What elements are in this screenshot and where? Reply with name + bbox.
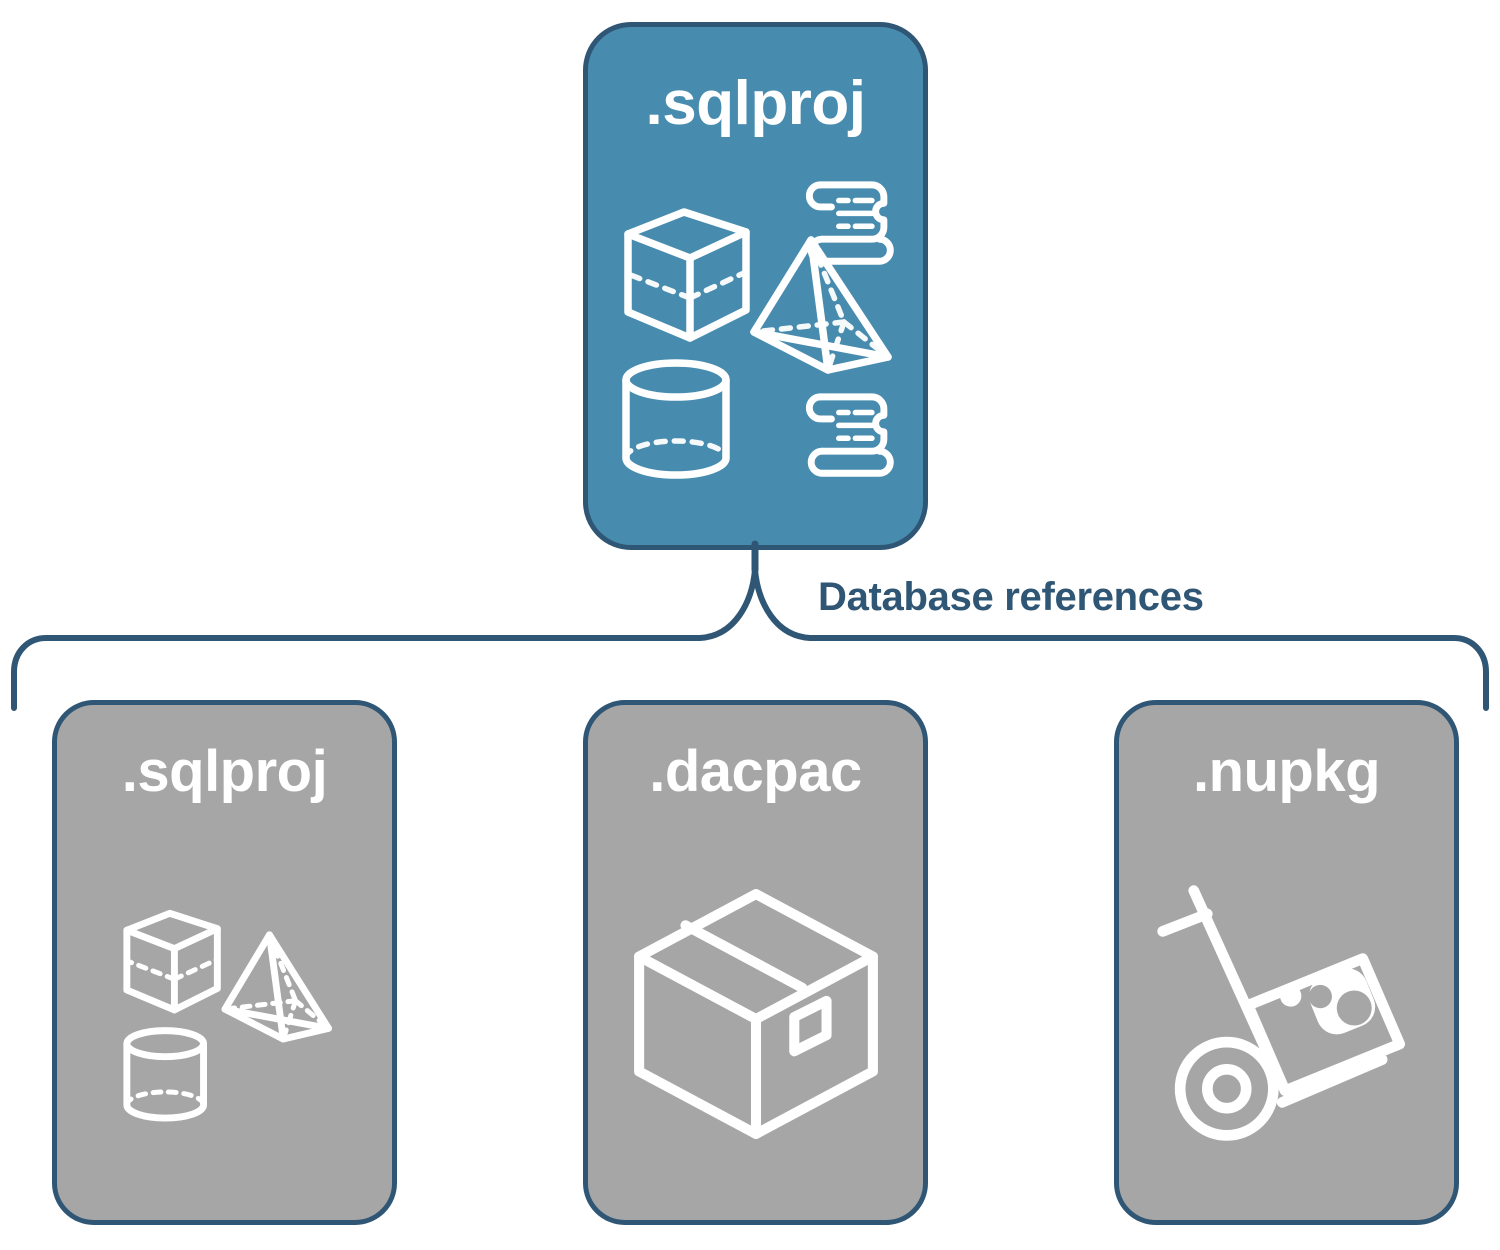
root-card-sqlproj[interactable]: .sqlproj (583, 22, 928, 550)
cylinder-icon (621, 359, 730, 479)
brace-left-arm (11, 567, 758, 711)
leaf-card-artwork-sqlproj (57, 805, 392, 1220)
scroll-icon-top (805, 181, 894, 265)
hand-truck-icon (1156, 884, 1405, 1141)
leaf-card-artwork-nupkg (1119, 805, 1454, 1220)
sqlproj-icon-group (122, 909, 332, 1121)
leaf-card-sqlproj[interactable]: .sqlproj (52, 700, 397, 1225)
root-icon-group (621, 181, 894, 479)
brace-connector (11, 540, 1489, 711)
pyramid-icon (221, 930, 332, 1043)
leaf-card-nupkg[interactable]: .nupkg (1114, 700, 1459, 1225)
nuget-package-icon (1279, 967, 1375, 1034)
pyramid-icon (749, 236, 892, 374)
leaf-card-artwork-dacpac (588, 805, 923, 1220)
root-card-artwork (588, 129, 923, 545)
root-card-title: .sqlproj (645, 69, 866, 138)
cube-icon (623, 208, 750, 342)
leaf-card-title-dacpac: .dacpac (649, 739, 862, 804)
leaf-card-dacpac[interactable]: .dacpac (583, 700, 928, 1225)
brace-label-database-references: Database references (818, 575, 1204, 619)
cylinder-icon (122, 1026, 207, 1121)
cube-icon (122, 909, 221, 1013)
scroll-icon-bottom (805, 393, 894, 477)
leaf-card-title-nupkg: .nupkg (1192, 739, 1381, 804)
package-box-icon (633, 888, 878, 1139)
leaf-card-title-sqlproj: .sqlproj (121, 739, 328, 804)
